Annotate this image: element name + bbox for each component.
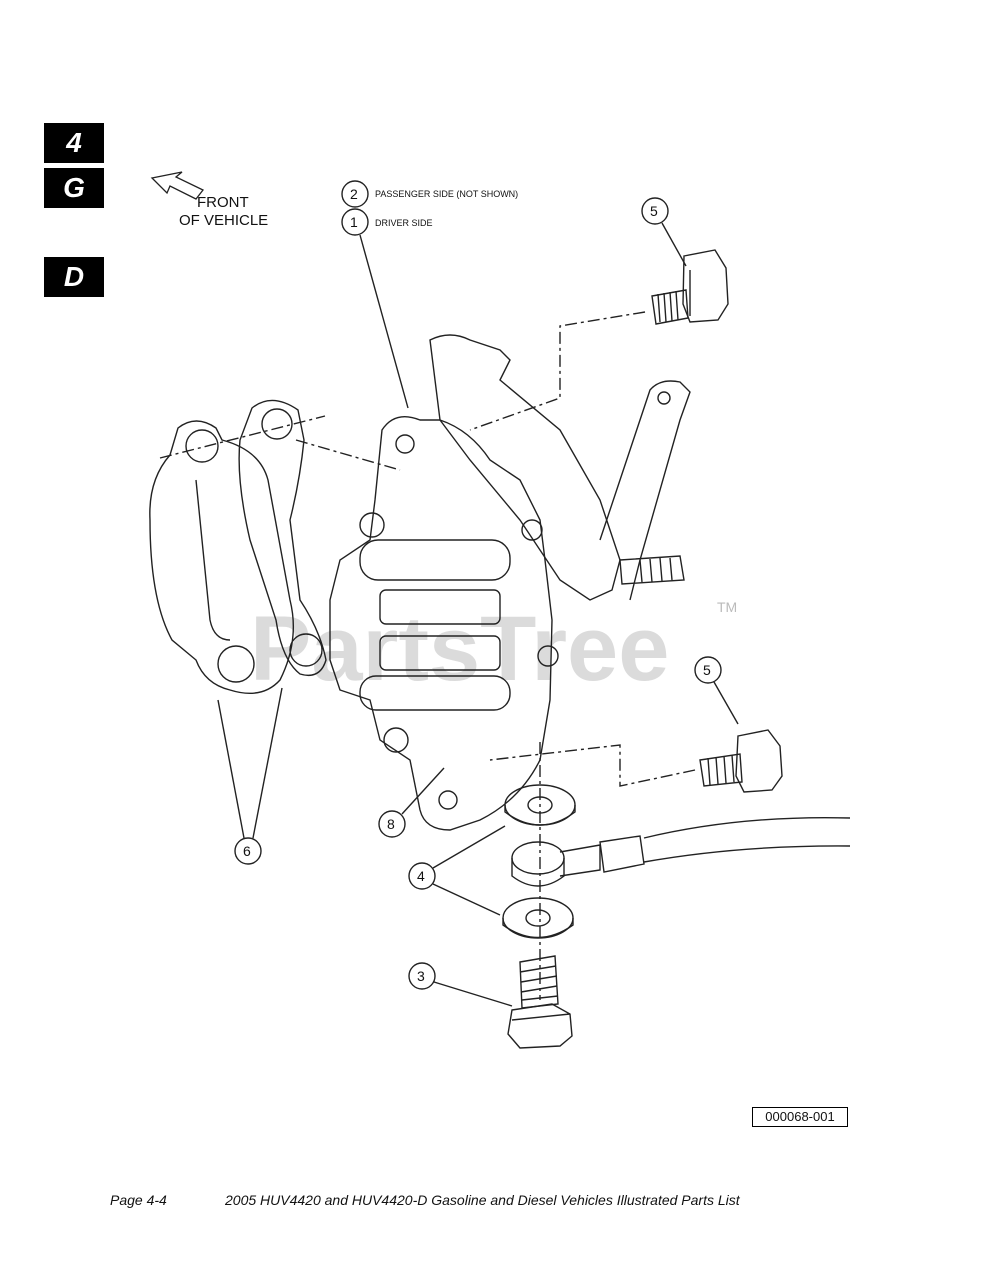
svg-text:8: 8 bbox=[387, 816, 395, 832]
callout-3: 3 bbox=[408, 962, 436, 990]
washer-lower bbox=[502, 897, 574, 939]
bolt-upper bbox=[651, 249, 729, 325]
mounting-bracket bbox=[429, 334, 691, 601]
footer-page-number: Page 4-4 bbox=[110, 1192, 167, 1208]
brake-caliper bbox=[329, 416, 559, 831]
svg-text:3: 3 bbox=[417, 968, 425, 984]
banjo-bolt bbox=[507, 955, 573, 1049]
watermark-tm: TM bbox=[717, 599, 737, 615]
front-arrow-icon bbox=[150, 171, 205, 200]
callout-8: 8 bbox=[378, 810, 406, 838]
callout-4: 4 bbox=[408, 862, 436, 890]
callout-5-top: 5 bbox=[641, 197, 669, 225]
svg-text:4: 4 bbox=[417, 868, 425, 884]
footer-document-title: 2005 HUV4420 and HUV4420-D Gasoline and … bbox=[225, 1192, 740, 1208]
brake-pad-inner bbox=[238, 399, 327, 677]
driver-side-note: DRIVER SIDE bbox=[375, 218, 433, 228]
passenger-side-note: PASSENGER SIDE (NOT SHOWN) bbox=[375, 189, 518, 199]
washer-upper bbox=[504, 784, 576, 826]
svg-text:1: 1 bbox=[350, 214, 358, 230]
callout-6: 6 bbox=[234, 837, 262, 865]
section-tab-d: D bbox=[44, 257, 104, 297]
callout-2: 2 bbox=[341, 180, 369, 208]
svg-text:5: 5 bbox=[703, 662, 711, 678]
front-label-line2: OF VEHICLE bbox=[179, 212, 268, 229]
svg-text:6: 6 bbox=[243, 843, 251, 859]
svg-text:2: 2 bbox=[350, 186, 358, 202]
watermark-text: PartsTree bbox=[250, 598, 669, 700]
section-tab-g: G bbox=[44, 168, 104, 208]
svg-text:5: 5 bbox=[650, 203, 658, 219]
callout-5-lower: 5 bbox=[694, 656, 722, 684]
figure-id-box: 000068-001 bbox=[752, 1107, 848, 1127]
section-tab-4: 4 bbox=[44, 123, 104, 163]
callout-1: 1 bbox=[341, 208, 369, 236]
brake-hose bbox=[599, 816, 851, 873]
brake-pad-outer bbox=[149, 420, 294, 694]
bolt-lower bbox=[699, 729, 783, 793]
front-label-line1: FRONT bbox=[197, 194, 249, 211]
banjo-fitting bbox=[511, 841, 601, 887]
